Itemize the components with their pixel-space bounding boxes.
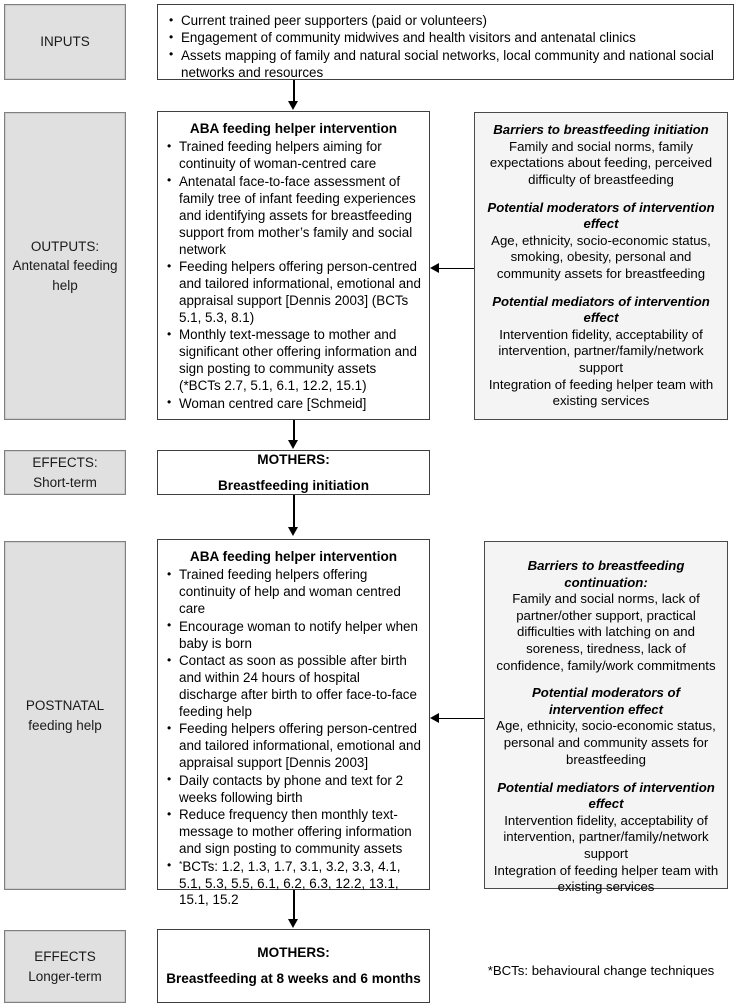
antenatal-mediators-heading: Potential mediators of intervention effe… — [492, 293, 710, 326]
stage-label-outputs-line2: Antenatal feeding — [12, 258, 118, 274]
list-item: Daily contacts by phone and text for 2 w… — [166, 772, 421, 807]
antenatal-barriers-text: Family and social norms, family expectat… — [489, 138, 713, 187]
arrow-antenatal-factors-left-icon — [430, 262, 439, 273]
antenatal-intervention-title: ABA feeding helper intervention — [189, 121, 398, 136]
postnatal-barriers-heading: Barriers to breastfeeding continuation: — [527, 558, 685, 590]
stage-label-postnatal: POSTNATAL feeding help — [4, 541, 126, 890]
list-item: Monthly text-message to mother and signi… — [166, 327, 421, 395]
stage-label-outputs-line1: OUTPUTS: — [30, 238, 100, 254]
mothers-short-term-box: MOTHERS: Breastfeeding initiation — [157, 450, 430, 495]
footnote-bcts: *BCTs: behavioural change techniques — [487, 963, 715, 978]
mothers-short-line2: Breastfeeding initiation — [217, 477, 370, 493]
connector-postnatal-factors-to-intervention — [439, 717, 484, 720]
postnatal-moderators-text: Age, ethnicity, socio-economic status, p… — [496, 718, 716, 767]
arrow-postnatal-to-mothers-long-icon — [288, 919, 299, 928]
list-item: Contact as soon as possible after birth … — [166, 653, 421, 721]
arrow-mothers-short-to-postnatal-icon — [288, 527, 299, 536]
inputs-bullet-list: Current trained peer supporters (paid or… — [168, 13, 723, 82]
list-item-bcts: *BCTs: 1.2, 1.3, 1.7, 3.1, 3.2, 3.3, 4.1… — [166, 858, 421, 910]
stage-label-inputs-text: INPUTS — [40, 34, 90, 50]
stage-label-inputs: INPUTS — [4, 4, 126, 80]
arrow-postnatal-factors-left-icon — [430, 712, 439, 723]
postnatal-mediators-heading: Potential mediators of intervention effe… — [497, 779, 715, 812]
list-item: Current trained peer supporters (paid or… — [168, 13, 723, 30]
list-item: Trained feeding helpers aiming for conti… — [166, 139, 421, 173]
stage-label-effects-long: EFFECTS Longer-term — [4, 930, 126, 1003]
mothers-short-line1: MOTHERS: — [257, 451, 330, 467]
mothers-long-term-box: MOTHERS: Breastfeeding at 8 weeks and 6 … — [157, 929, 430, 1003]
stage-label-postnatal-line1: POSTNATAL — [25, 697, 105, 713]
antenatal-mediators-text-a: Intervention fidelity, acceptability of … — [498, 326, 704, 375]
inputs-box: Current trained peer supporters (paid or… — [157, 4, 734, 80]
antenatal-mediators-text-b: Integration of feeding helper team with … — [488, 376, 714, 409]
stage-label-postnatal-line2: feeding help — [28, 717, 102, 733]
mothers-long-line1: MOTHERS: — [257, 945, 330, 961]
stage-label-effects-short-line2: Short-term — [33, 474, 97, 490]
postnatal-intervention-title: ABA feeding helper intervention — [189, 549, 398, 564]
connector-antenatal-factors-to-intervention — [439, 267, 474, 270]
arrow-antenatal-to-mothers-short-icon — [288, 440, 299, 449]
postnatal-factors-box: Barriers to breastfeeding continuation: … — [484, 541, 728, 894]
connector-antenatal-to-mothers-short — [293, 420, 295, 441]
list-item: Woman centred care [Schmeid] — [166, 395, 421, 413]
postnatal-moderators-heading: Potential moderators of intervention eff… — [531, 685, 680, 717]
antenatal-moderators-text: Age, ethnicity, socio-economic status, s… — [491, 232, 711, 281]
list-item: Antenatal face-to-face assessment of fam… — [166, 173, 421, 259]
arrow-inputs-to-antenatal-icon — [288, 101, 299, 110]
antenatal-factors-box: Barriers to breastfeeding initiation Fam… — [474, 112, 728, 420]
connector-postnatal-to-mothers-long — [293, 890, 295, 921]
antenatal-intervention-box: ABA feeding helper intervention Trained … — [157, 111, 430, 420]
postnatal-mediators-text-b: Integration of feeding helper team with … — [493, 862, 719, 895]
mothers-long-line2: Breastfeeding at 8 weeks and 6 months — [166, 971, 421, 986]
bcts-text: BCTs: 1.2, 1.3, 1.7, 3.1, 3.2, 3.3, 4.1,… — [179, 858, 401, 908]
stage-label-effects-long-line1: EFFECTS — [34, 948, 96, 964]
stage-label-effects-long-line2: Longer-term — [28, 968, 102, 984]
list-item: Encourage woman to notify helper when ba… — [166, 618, 421, 653]
connector-mothers-short-to-postnatal — [293, 495, 295, 529]
postnatal-mediators-text-a: Intervention fidelity, acceptability of … — [503, 812, 709, 861]
list-item: Feeding helpers offering person-centred … — [166, 721, 421, 772]
postnatal-intervention-bullet-list: Trained feeding helpers offering continu… — [166, 567, 421, 909]
list-item: Assets mapping of family and natural soc… — [168, 47, 723, 82]
antenatal-barriers-heading: Barriers to breastfeeding initiation — [493, 122, 709, 137]
list-item: Reduce frequency then monthly text-messa… — [166, 807, 421, 858]
stage-label-effects-short-line1: EFFECTS: — [32, 454, 98, 470]
list-item: Feeding helpers offering person-centred … — [166, 259, 421, 327]
list-item: Trained feeding helpers offering continu… — [166, 567, 421, 618]
bcts-asterisk-marker: * — [179, 858, 183, 869]
stage-label-outputs-line3: help — [52, 277, 78, 293]
stage-label-outputs: OUTPUTS: Antenatal feeding help — [4, 112, 126, 420]
antenatal-intervention-bullet-list: Trained feeding helpers aiming for conti… — [166, 139, 421, 412]
stage-label-effects-short: EFFECTS: Short-term — [4, 450, 126, 495]
connector-inputs-to-antenatal — [293, 80, 295, 104]
antenatal-moderators-heading: Potential moderators of intervention eff… — [487, 199, 715, 232]
postnatal-barriers-text: Family and social norms, lack of partner… — [496, 591, 716, 673]
postnatal-intervention-box: ABA feeding helper intervention Trained … — [157, 539, 430, 907]
list-item: Engagement of community midwives and hea… — [168, 30, 723, 47]
